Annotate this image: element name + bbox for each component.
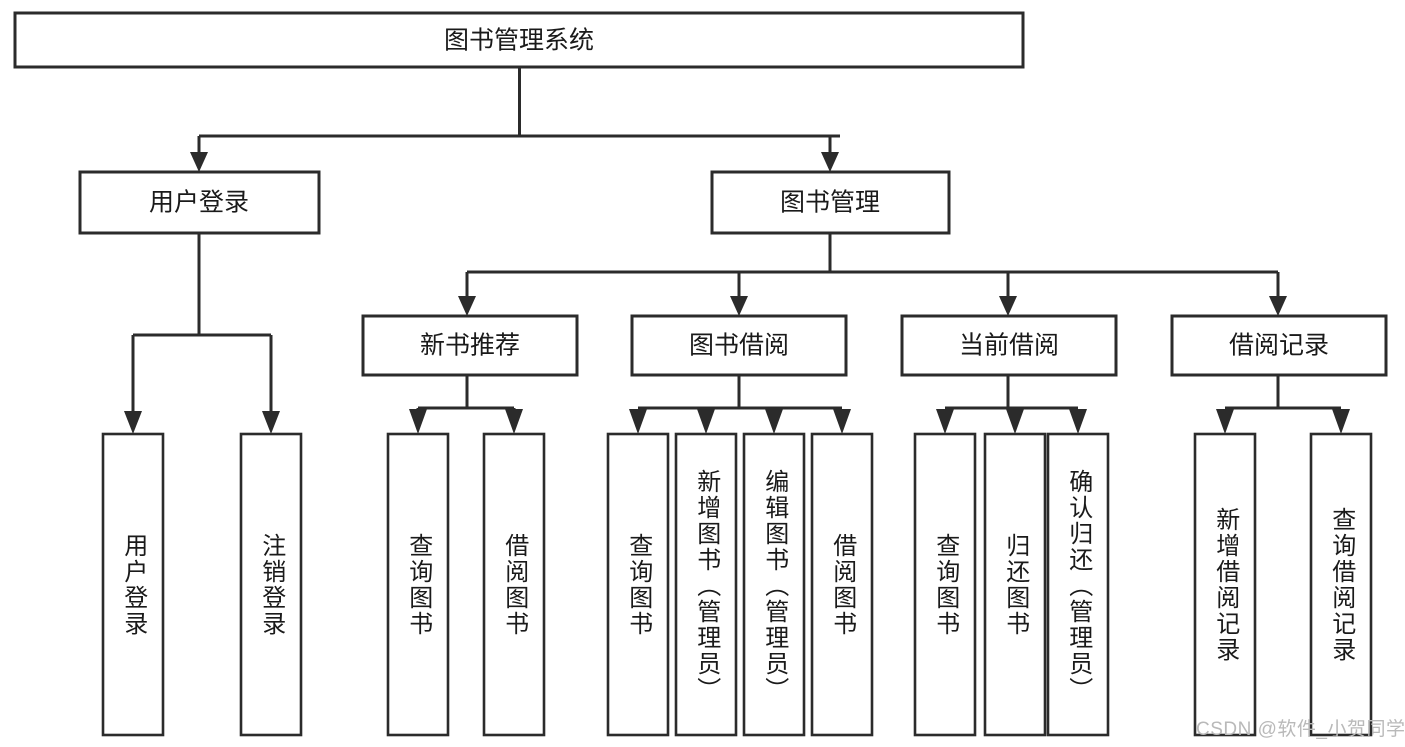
arrowhead-leaf-query-record — [1332, 409, 1350, 434]
leaf-box-query-book-1[interactable] — [386, 432, 450, 737]
node-box-current-borrow[interactable] — [900, 314, 1118, 377]
leaf-box-add-book[interactable] — [674, 432, 738, 737]
arrowhead-current-borrow — [999, 296, 1017, 316]
arrowhead-leaf-user-logout — [262, 411, 280, 434]
leaf-box-return-book[interactable] — [983, 432, 1047, 737]
connector-group-book-borrow — [629, 375, 851, 434]
arrowhead-borrow-record — [1269, 296, 1287, 316]
connector-group-book-management — [458, 233, 1287, 316]
arrowhead-leaf-add-record — [1216, 409, 1234, 434]
node-label-root: 图书管理系统 — [444, 27, 594, 55]
leaf-box-query-book-2[interactable] — [606, 432, 670, 737]
node-box-new-book-recommend[interactable] — [361, 314, 579, 377]
arrowhead-leaf-query-book-1 — [409, 409, 427, 434]
connector-group-root — [190, 67, 840, 172]
node-box-user-login[interactable] — [78, 170, 321, 235]
leaf-box-borrow-book-1[interactable] — [482, 432, 546, 737]
connector-group-borrow-record — [1216, 375, 1350, 434]
connector-group-user-login — [124, 233, 280, 434]
leaf-box-query-record[interactable] — [1309, 432, 1373, 737]
arrowhead-leaf-confirm-return — [1069, 409, 1087, 434]
node-label-current-borrow: 当前借阅 — [959, 332, 1059, 360]
watermark-text: CSDN @软件_小贺同学 — [1196, 719, 1405, 740]
node-box-root[interactable] — [13, 11, 1025, 69]
arrowhead-leaf-query-book-3 — [936, 409, 954, 434]
connector-group-current-borrow — [936, 375, 1087, 434]
leaf-box-confirm-return[interactable] — [1046, 432, 1110, 737]
node-box-book-management[interactable] — [710, 170, 951, 235]
node-label-book-management: 图书管理 — [780, 189, 880, 217]
node-label-borrow-record: 借阅记录 — [1229, 332, 1329, 360]
leaf-box-user-login[interactable] — [101, 432, 165, 737]
node-label-new-book-recommend: 新书推荐 — [420, 332, 520, 360]
arrowhead-book-borrow — [730, 296, 748, 316]
connector-group-new-book-recommend — [409, 375, 523, 434]
leaf-box-add-record[interactable] — [1193, 432, 1257, 737]
leaf-box-borrow-book-2[interactable] — [810, 432, 874, 737]
leaf-box-user-logout[interactable] — [239, 432, 303, 737]
arrowhead-new-book-recommend — [458, 296, 476, 316]
leaf-box-query-book-3[interactable] — [913, 432, 977, 737]
arrowhead-book-management — [821, 152, 839, 172]
leaf-box-edit-book[interactable] — [742, 432, 806, 737]
arrowhead-leaf-edit-book — [765, 409, 783, 434]
arrowhead-leaf-query-book-2 — [629, 409, 647, 434]
arrowhead-leaf-add-book — [697, 409, 715, 434]
arrowhead-user-login — [190, 152, 208, 172]
node-box-borrow-record[interactable] — [1170, 314, 1388, 377]
node-label-user-login: 用户登录 — [149, 189, 249, 217]
arrowhead-leaf-user-login — [124, 411, 142, 434]
arrowhead-leaf-borrow-book-2 — [833, 409, 851, 434]
node-label-book-borrow: 图书借阅 — [689, 332, 789, 360]
arrowhead-leaf-borrow-book-1 — [505, 409, 523, 434]
arrowhead-leaf-return-book — [1006, 409, 1024, 434]
node-box-book-borrow[interactable] — [630, 314, 848, 377]
